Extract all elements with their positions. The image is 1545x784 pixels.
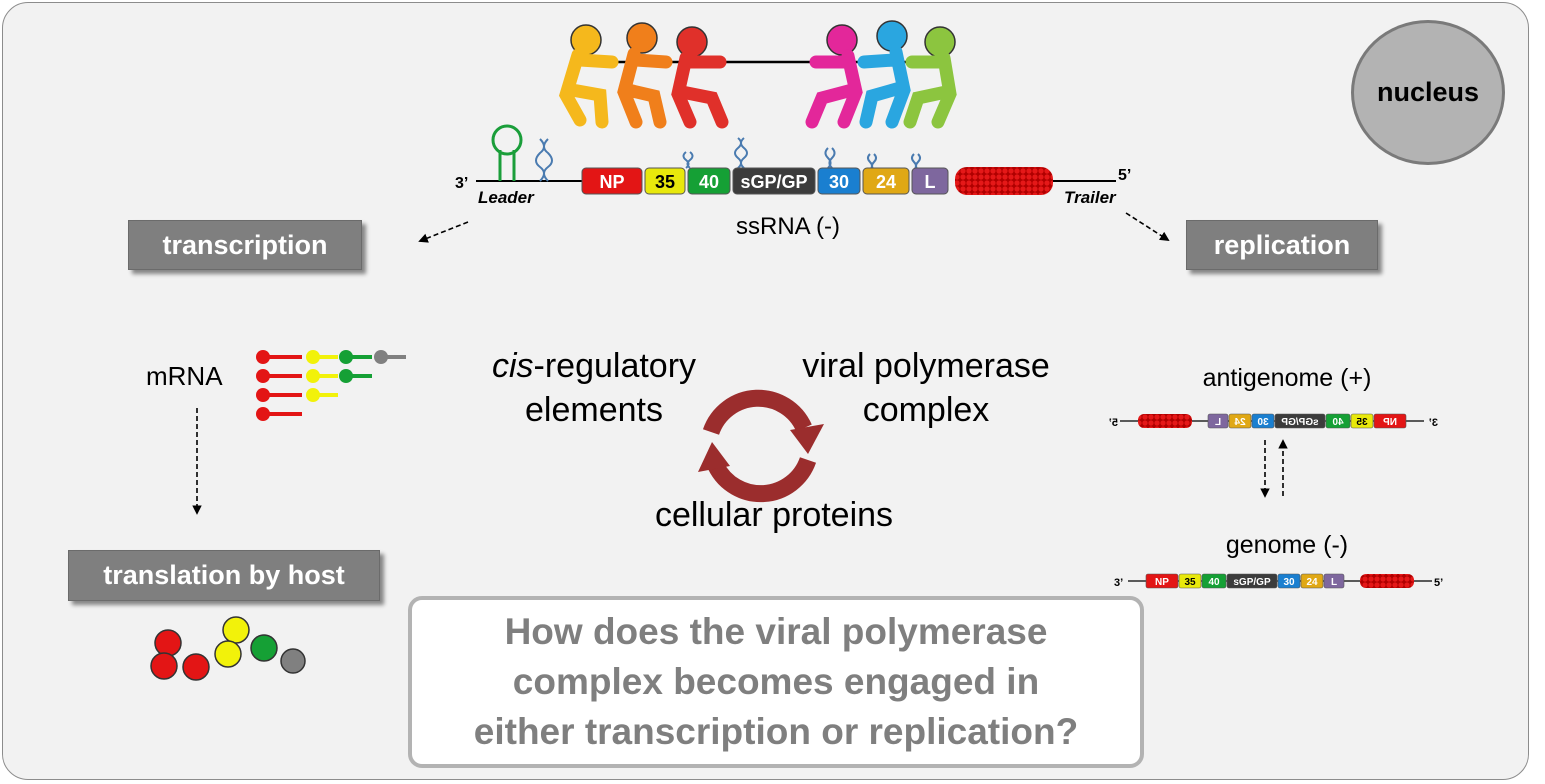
cis-italic: cis	[491, 347, 534, 385]
small-gene-label: L	[1331, 577, 1337, 588]
gene-block-35	[644, 167, 686, 195]
rna-helix-icon	[535, 137, 921, 182]
gene-block-30	[817, 167, 861, 195]
gene-label: L	[925, 172, 936, 192]
viral-line-2: complex	[862, 391, 990, 429]
small-3-end: 3’	[1429, 417, 1438, 429]
genome-label: genome (-)	[1225, 531, 1349, 559]
small-gene-block	[1251, 413, 1275, 429]
stem-loop-icon	[491, 124, 523, 181]
viral-polymerase-label: viral polymerase complex	[786, 344, 1066, 432]
figure-blue-icon	[857, 20, 911, 129]
question-line-2: complex becomes engaged in	[512, 661, 1040, 702]
small-gene-block	[1323, 573, 1345, 589]
small-gene-label: 30	[1283, 577, 1295, 588]
figure-yellow-icon	[558, 24, 619, 129]
small-gene-block	[1300, 573, 1324, 589]
small-gene-block	[1373, 413, 1407, 429]
small-5-end: 5’	[1109, 417, 1118, 429]
small-gene-label: sGP/GP	[1281, 417, 1319, 428]
replication-label: replication	[1213, 229, 1351, 260]
genome-diagram: NP 35 40 sGP/GP 30 24 L 3’ 5’	[1114, 573, 1443, 589]
polymerase-l-dots	[955, 167, 1053, 195]
small-gene-block	[1350, 413, 1374, 429]
antigenome-diagram: NP 35 40 sGP/GP 30 24 L 3’ 5’	[1109, 413, 1438, 429]
small-gene-label: sGP/GP	[1233, 577, 1271, 588]
transcription-label: transcription	[162, 229, 328, 260]
genome-3-end-label: 3’	[455, 175, 468, 192]
cycle-arrows-icon	[698, 389, 824, 503]
small-gene-block	[1207, 413, 1229, 429]
gene-label: NP	[599, 172, 624, 192]
small-gene-label: 35	[1184, 577, 1196, 588]
small-polymerase-dots	[1360, 574, 1414, 588]
small-gene-label: NP	[1383, 417, 1397, 428]
mrna-label: mRNA	[146, 361, 223, 391]
elements-line: elements	[525, 391, 663, 429]
small-gene-block	[1226, 573, 1278, 589]
gene-label: 30	[829, 172, 849, 192]
question-line-1: How does the viral polymerase	[504, 611, 1048, 652]
small-gene-block	[1325, 413, 1351, 429]
question-box: How does the viral polymerase complex be…	[408, 596, 1144, 768]
nucleus: nucleus	[1351, 20, 1505, 165]
gene-label: 24	[876, 172, 896, 192]
arrow-to-transcription	[418, 221, 469, 243]
question-line-3: either transcription or replication?	[473, 711, 1079, 752]
translated-proteins-icon	[150, 616, 306, 681]
ssrna-caption: ssRNA (-)	[736, 213, 840, 240]
small-gene-label: 40	[1332, 417, 1344, 428]
small-gene-block	[1274, 413, 1326, 429]
gene-block-l	[911, 167, 949, 195]
small-gene-label: 35	[1356, 417, 1368, 428]
small-gene-label: L	[1215, 417, 1221, 428]
antigenome-label: antigenome (+)	[1202, 364, 1372, 392]
viral-line-1: viral polymerase	[802, 347, 1050, 385]
gene-block-24	[862, 167, 910, 195]
nucleus-label: nucleus	[1376, 77, 1480, 107]
replication-box: replication	[1186, 220, 1378, 270]
arrow-to-replication	[1125, 212, 1170, 242]
small-gene-block	[1277, 573, 1301, 589]
gene-label: 40	[699, 172, 719, 192]
mrna-transcripts-icon	[256, 350, 406, 421]
translation-box: translation by host	[68, 550, 380, 601]
translation-label: translation by host	[103, 560, 345, 590]
figure-red-icon	[671, 26, 729, 129]
small-gene-block	[1178, 573, 1202, 589]
cellular-proteins-label: cellular proteins	[654, 496, 894, 534]
transcription-box: transcription	[128, 220, 362, 270]
gene-block-np	[581, 167, 643, 195]
small-5-end: 5’	[1434, 577, 1443, 589]
small-gene-label: 30	[1257, 417, 1269, 428]
tug-of-war-illustration	[558, 20, 957, 129]
small-gene-block	[1201, 573, 1227, 589]
leader-label: Leader	[478, 188, 535, 207]
small-gene-block	[1228, 413, 1252, 429]
small-gene-label: 40	[1208, 577, 1220, 588]
trailer-label: Trailer	[1064, 188, 1117, 207]
figure-pink-icon	[805, 24, 863, 129]
figure-green-icon	[903, 26, 957, 129]
gene-block-40	[687, 167, 731, 195]
gene-block-sgp-gp	[732, 167, 816, 195]
small-polymerase-dots	[1138, 414, 1192, 428]
genome-ssrna-diagram: NP 35 40 sGP/GP 30 24 L 3’ 5’ Leader Trailer s…	[455, 124, 1131, 240]
figure-orange-icon	[617, 22, 673, 129]
cis-regulatory-label: cis-regulatory elements	[472, 344, 716, 432]
cis-regulatory-line: cis-regulatory	[472, 344, 716, 388]
small-3-end: 3’	[1114, 577, 1123, 589]
small-gene-label: 24	[1234, 417, 1246, 428]
gene-label: 35	[655, 172, 675, 192]
small-gene-label: 24	[1306, 577, 1318, 588]
gene-label: sGP/GP	[740, 172, 807, 192]
small-gene-label: NP	[1155, 577, 1169, 588]
genome-5-end-label: 5’	[1118, 167, 1131, 184]
small-gene-block	[1145, 573, 1179, 589]
cis-rest: -regulatory	[533, 347, 697, 385]
